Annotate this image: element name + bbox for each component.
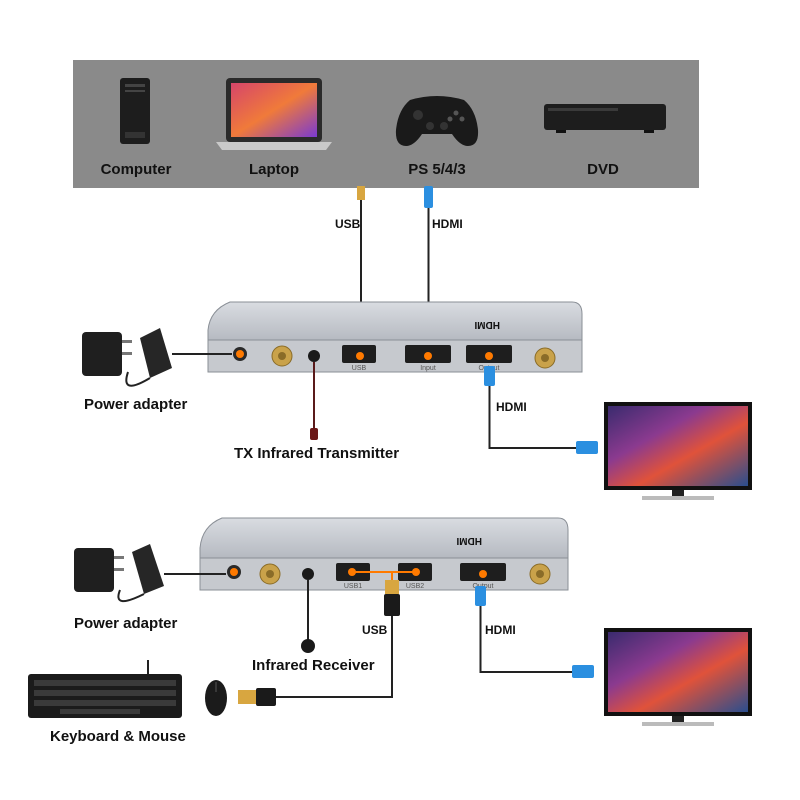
tx-power-adapter-label: Power adapter bbox=[84, 396, 188, 413]
hdmi-cable-rx-out-label: HDMI bbox=[485, 623, 516, 637]
source-label-ps: PS 5/4/3 bbox=[408, 161, 466, 178]
source-label-dvd: DVD bbox=[587, 161, 619, 178]
receiver-logo: HDMI bbox=[456, 535, 482, 546]
game-controller-icon bbox=[395, 96, 479, 146]
keyboard-mouse-label: Keyboard & Mouse bbox=[50, 728, 186, 745]
transmitter-logo: HDMI bbox=[474, 319, 500, 330]
tx-ir-port bbox=[308, 350, 320, 362]
tx-ir-cable bbox=[310, 362, 318, 440]
mouse-icon bbox=[205, 680, 227, 716]
tx-usb-port-label: USB bbox=[352, 365, 367, 372]
tv-icon bbox=[604, 628, 752, 726]
rx-ir-receiver-icon bbox=[301, 580, 315, 653]
hdmi-cable-tx-out bbox=[484, 366, 598, 454]
usb-cable-rx bbox=[238, 580, 400, 706]
usb-cable-top-label: USB bbox=[335, 217, 361, 231]
source-label-computer: Computer bbox=[101, 161, 172, 178]
keyboard-icon bbox=[28, 660, 182, 718]
tx-power-adapter-icon bbox=[82, 328, 232, 387]
rx-ir-port bbox=[302, 568, 314, 580]
hdmi-cable-rx-out bbox=[475, 586, 594, 678]
rx-power-adapter-label: Power adapter bbox=[74, 615, 178, 632]
dvd-player-icon bbox=[544, 104, 666, 133]
rx-power-adapter-icon bbox=[74, 544, 226, 602]
tx-output-dot bbox=[485, 352, 493, 360]
tv-icon bbox=[604, 402, 752, 500]
rx-output-dot bbox=[479, 570, 487, 578]
tx-usb-dot bbox=[356, 352, 364, 360]
receiver-unit bbox=[199, 517, 569, 591]
tx-input-dot bbox=[424, 352, 432, 360]
rx-ir-label: Infrared Receiver bbox=[252, 657, 375, 674]
computer-tower-icon bbox=[120, 78, 150, 144]
hdmi-cable-tx-out-label: HDMI bbox=[496, 400, 527, 414]
transmitter-unit bbox=[207, 301, 583, 373]
tx-antenna-1-center bbox=[278, 352, 286, 360]
tx-ir-label: TX Infrared Transmitter bbox=[234, 445, 399, 462]
usb-cable-rx-label: USB bbox=[362, 623, 388, 637]
hdmi-cable-top-label: HDMI bbox=[432, 217, 463, 231]
tx-antenna-2-center bbox=[541, 354, 549, 362]
rx-usb2-port-label: USB2 bbox=[406, 583, 424, 590]
rx-usb1-port-label: USB1 bbox=[344, 583, 362, 590]
tx-input-port-label: Input bbox=[420, 365, 436, 372]
rx-antenna-1-center bbox=[266, 570, 274, 578]
rx-usb1-dot bbox=[348, 568, 356, 576]
laptop-icon bbox=[216, 78, 332, 150]
tx-power-dot bbox=[236, 350, 244, 358]
rx-usb2-dot bbox=[412, 568, 420, 576]
source-label-laptop: Laptop bbox=[249, 161, 299, 178]
rx-antenna-2-center bbox=[536, 570, 544, 578]
rx-power-dot bbox=[230, 568, 238, 576]
